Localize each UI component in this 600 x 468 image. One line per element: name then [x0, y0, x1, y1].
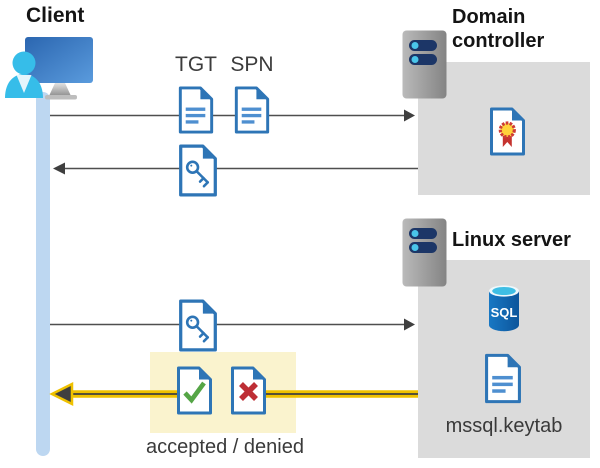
sql-label: SQL — [491, 305, 518, 320]
result-highlight-box — [150, 352, 296, 433]
session-key-return-arrow — [53, 162, 418, 175]
keytab-filename-label: mssql.keytab — [445, 415, 563, 437]
sql-database-icon: SQL — [489, 285, 519, 332]
present-key-arrow — [50, 318, 415, 331]
accepted-document-icon — [177, 366, 212, 415]
x-icon — [239, 382, 258, 401]
spn-ticket-icon — [234, 86, 270, 134]
user-icon — [5, 51, 43, 98]
client-lifeline — [36, 92, 50, 456]
spn-label: SPN — [230, 53, 274, 76]
session-key-document-icon — [179, 299, 217, 352]
tgt-label: TGT — [175, 53, 217, 76]
session-key-document-icon — [179, 144, 217, 197]
linux-server-title: Linux server — [452, 229, 571, 251]
certificate-document-icon — [490, 107, 525, 156]
check-icon — [183, 381, 206, 404]
denied-document-icon — [231, 366, 266, 415]
monitor-icon — [25, 37, 93, 100]
client-label: Client — [26, 4, 85, 27]
client-computer-icon — [5, 37, 93, 100]
rosette-seal-icon — [498, 121, 516, 147]
keytab-file-icon — [485, 353, 521, 404]
domain-controller-server-icon — [402, 30, 447, 99]
domain-controller-title: Domain controller — [452, 6, 545, 52]
key-icon — [185, 315, 210, 343]
tgt-ticket-icon — [178, 86, 214, 134]
linux-server-icon — [402, 218, 447, 287]
key-icon — [185, 160, 210, 188]
accepted-denied-label: accepted / denied — [146, 436, 304, 458]
